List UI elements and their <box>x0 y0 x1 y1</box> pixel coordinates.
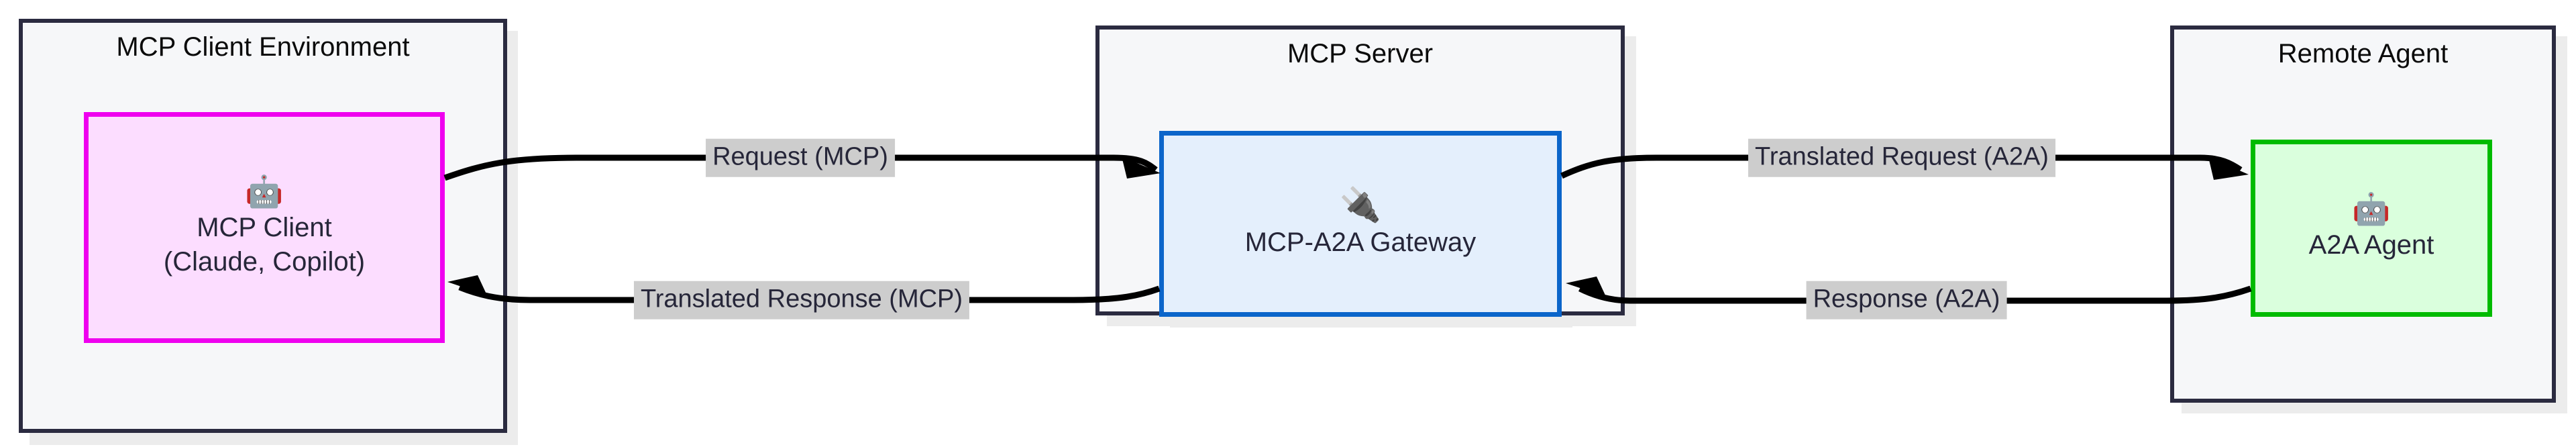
robot-icon: 🤖 <box>2352 191 2391 227</box>
cluster-title-remote-agent: Remote Agent <box>2277 39 2449 68</box>
node-mcp-a2a-gateway-label: MCP-A2A Gateway <box>1244 227 1477 257</box>
node-mcp-client-label-line1: MCP Client <box>197 212 332 242</box>
node-mcp-a2a-gateway[interactable]: 🔌 MCP-A2A Gateway <box>1159 131 1562 317</box>
edge-label-translated-request-a2a: Translated Request (A2A) <box>1748 138 2055 177</box>
node-a2a-agent-label: A2A Agent <box>2308 230 2434 260</box>
cluster-title-mcp-server: MCP Server <box>1287 39 1434 68</box>
robot-icon: 🤖 <box>245 173 284 209</box>
edge-label-response-a2a: Response (A2A) <box>1806 281 2007 319</box>
node-a2a-agent[interactable]: 🤖 A2A Agent <box>2251 140 2492 317</box>
node-mcp-client-label-line2: (Claude, Copilot) <box>163 247 366 277</box>
plug-icon: 🔌 <box>1339 185 1382 224</box>
edge-label-translated-response-mcp: Translated Response (MCP) <box>633 281 970 319</box>
edge-label-request-mcp: Request (MCP) <box>706 138 895 177</box>
node-mcp-client[interactable]: 🤖 MCP Client (Claude, Copilot) <box>84 112 445 343</box>
cluster-remote-agent: Remote Agent <box>2170 26 2556 403</box>
cluster-title-mcp-client-environment: MCP Client Environment <box>116 32 410 62</box>
